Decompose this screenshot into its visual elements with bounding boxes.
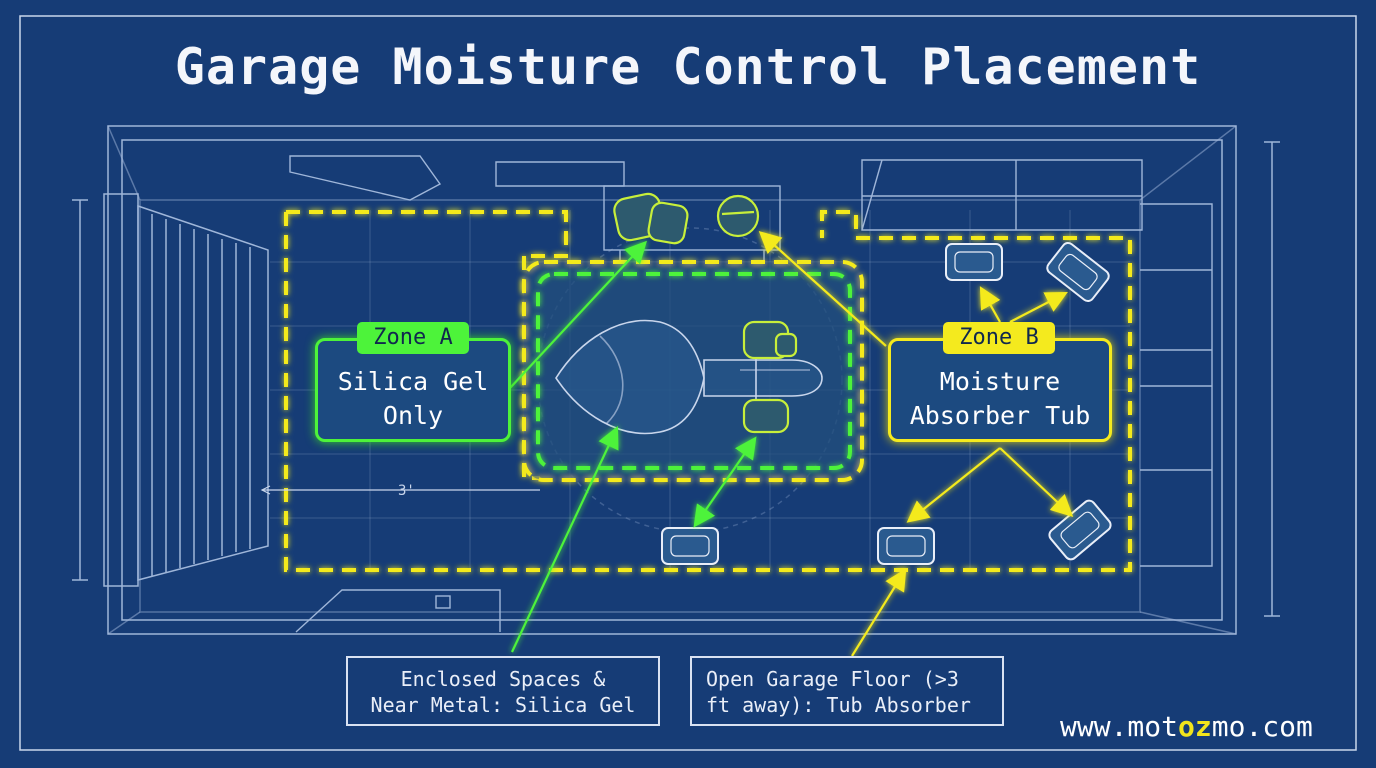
legend-open-line2: ft away): Tub Absorber [706, 693, 971, 717]
legend-enclosed-spaces: Enclosed Spaces & Near Metal: Silica Gel [346, 656, 660, 726]
wall-shelf [289, 155, 781, 262]
bottom-door [295, 589, 501, 633]
zone-a-line2: Only [382, 401, 444, 430]
saddlebag-icon [742, 320, 798, 434]
page-title: Garage Moisture Control Placement [174, 38, 1202, 96]
legend-open-floor: Open Garage Floor (>3 ft away): Tub Abso… [690, 656, 1004, 726]
website-accent: oz [1178, 710, 1212, 743]
zone-a-arrows [509, 240, 757, 653]
gloves-icon [613, 192, 689, 245]
legend-open-line1: Open Garage Floor (>3 [706, 667, 959, 691]
zone-a-card: Silica Gel Only [315, 338, 511, 442]
outer-frame [19, 15, 1357, 751]
website-prefix: www.mot [1060, 710, 1179, 743]
zone-b-arrows [758, 231, 1074, 657]
dimension-label: 3' [398, 483, 415, 499]
helmet-icon [716, 194, 760, 238]
website-url[interactable]: www.motozmo.com [1060, 710, 1313, 743]
garage-door-icon [103, 193, 269, 587]
legend-enclosed-line1: Enclosed Spaces & [400, 667, 606, 691]
dimension-line [260, 485, 540, 495]
zone-b-line2: Absorber Tub [909, 401, 1091, 430]
zone-a-line1: Silica Gel [337, 367, 489, 396]
zone-a-tag: Zone A [357, 322, 469, 354]
motorcycle-icon [555, 319, 823, 435]
moisture-tub-icon [661, 241, 1112, 565]
zone-b-tag: Zone B [943, 322, 1055, 354]
website-suffix: mo.com [1211, 710, 1313, 743]
storage-rack [861, 159, 1213, 567]
zone-b-line1: Moisture [939, 367, 1061, 396]
legend-enclosed-line2: Near Metal: Silica Gel [370, 693, 636, 717]
